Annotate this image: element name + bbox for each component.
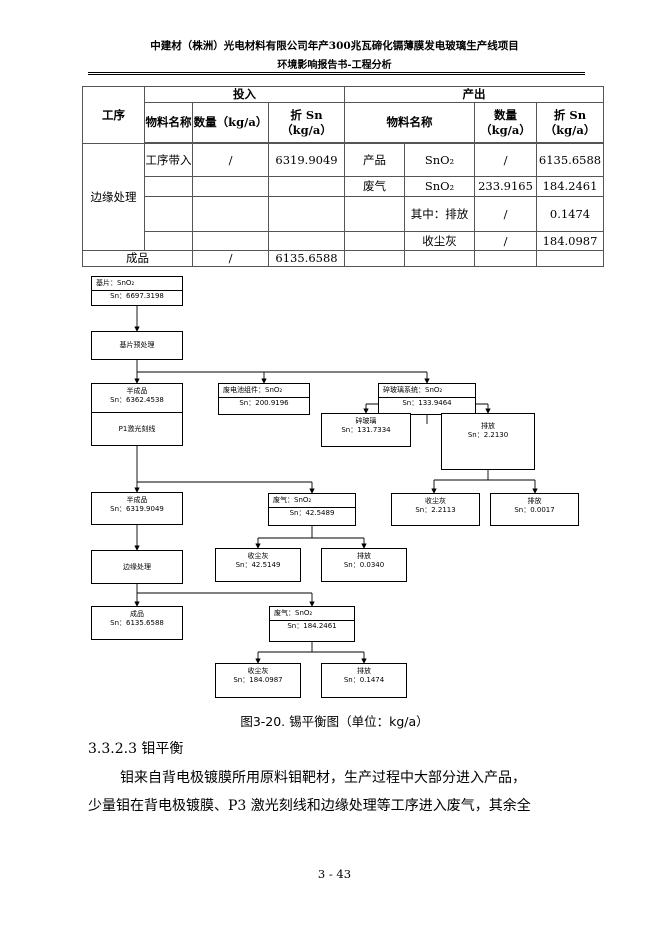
flow-waste-cell-title: 废电池组件：SnO₂ [223,386,283,394]
out-row-cat: 产品 [344,143,405,177]
tin-balance-table: 工序 投入 产出 物料名称 数量（kg/a） 折 Sn（kg/a） 物料名称 数… [82,86,604,267]
col-out-sn: 折 Sn（kg/a） [536,102,604,143]
output-header: 产出 [344,86,604,103]
flow-emit4-value: Sn：0.1474 [343,676,385,684]
flow-edge-label: 边缘处理 [123,562,151,571]
flow-emit2-value: Sn：0.0017 [514,506,555,514]
col-out-qty: 数量（kg/a） [474,102,537,143]
flow-emit1: 排放 Sn：2.2130 [441,413,535,470]
flow-laser-label: P1激光刻线 [118,424,156,433]
flow-dust3-title: 收尘灰 [247,667,269,675]
header-rule-top [88,72,585,73]
flow-gas1-value: Sn：42.5489 [269,507,355,519]
flow-emit4-title: 排放 [357,667,371,675]
flow-broken-sys-title: 碎玻璃系统：SnO₂ [383,386,443,394]
final-label: 成品 [82,250,193,267]
flow-dust2-value: Sn：42.5149 [235,561,281,569]
flow-semi2: 半成品 Sn：6319.9049 [91,492,183,525]
flow-emit2-title: 排放 [527,497,542,505]
flow-broken-sys-value: Sn：133.9464 [379,397,475,409]
flow-dust2-title: 收尘灰 [247,552,269,560]
flow-emit3-value: Sn：0.0340 [343,561,385,569]
flow-product-value: Sn：6135.6588 [110,619,164,627]
flow-dust2: 收尘灰 Sn：42.5149 [215,548,301,582]
out-row-sub: 收尘灰 [404,231,475,251]
col-out-material: 物料名称 [344,102,475,143]
flow-broken-glass: 碎玻璃 Sn：131.7334 [321,413,411,447]
flow-semi2-value: Sn：6319.9049 [110,505,164,513]
flow-dust1: 收尘灰 Sn：2.2113 [391,493,480,526]
process-name: 边缘处理 [82,143,145,251]
flow-emit3-title: 排放 [357,552,371,560]
flow-gas2-title: 废气：SnO₂ [274,609,313,617]
page-header-subtitle: 环境影响报告书-工程分析 [277,60,392,71]
flow-pretreat: 基片预处理 [91,331,183,360]
flow-product-title: 成品 [130,610,144,618]
out-row-sn: 184.2461 [536,176,604,197]
flow-dust3-value: Sn：184.0987 [233,676,283,684]
process-header: 工序 [82,86,145,144]
flow-product: 成品 Sn：6135.6588 [91,606,183,640]
in-material: 工序带入 [144,143,193,177]
header-rule-bottom [88,74,585,75]
flow-semi1: 半成品 Sn：6362.4538 [91,383,183,415]
in-sn: 6319.9049 [268,143,345,177]
out-row-sub: SnO₂ [404,143,475,177]
flow-emit4: 排放 Sn：0.1474 [321,663,407,698]
flow-pretreat-label: 基片预处理 [119,341,155,349]
flow-emit1-title: 排放 [481,422,495,430]
in-qty: / [192,143,269,177]
flow-waste-cell: 废电池组件：SnO₂ Sn：200.9196 [218,383,310,415]
flow-dust3: 收尘灰 Sn：184.0987 [215,663,301,698]
flow-gas2: 废气：SnO₂ Sn：184.2461 [269,606,355,642]
flow-gas2-value: Sn：184.2461 [270,620,354,632]
flow-emit2: 排放 Sn：0.0017 [490,493,579,526]
out-row-sn: 6135.6588 [536,143,604,177]
flow-base-value: Sn：6697.3198 [92,290,182,302]
out-row-sub: SnO₂ [404,176,475,197]
paragraph-line-2: 少量钼在背电极镀膜、P3 激光刻线和边缘处理等工序进入废气，其余全 [88,798,531,814]
out-row-qty: / [474,143,537,177]
flow-dust1-title: 收尘灰 [425,497,446,505]
flow-emit1-value: Sn：2.2130 [467,431,509,439]
flow-broken-glass-value: Sn：131.7334 [341,426,391,434]
flow-edge: 边缘处理 [91,550,183,584]
flow-waste-cell-value: Sn：200.9196 [219,397,309,409]
flow-broken-glass-title: 碎玻璃 [355,417,377,425]
figure-caption: 图3-20. 锡平衡图（单位：kg/a） [240,714,429,729]
flow-laser: P1激光刻线 [91,412,183,446]
input-header: 投入 [144,86,345,103]
final-sn: 6135.6588 [268,250,345,267]
paragraph-line-1: 钼来自背电极镀膜所用原料钼靶材，生产过程中大部分进入产品， [120,770,526,786]
flow-semi2-title: 半成品 [126,496,148,504]
flow-gas1: 废气：SnO₂ Sn：42.5489 [268,493,356,526]
flow-gas1-title: 废气：SnO₂ [273,496,312,504]
section-heading: 3.3.2.3 钼平衡 [88,741,184,757]
flow-emit3: 排放 Sn：0.0340 [321,548,407,582]
out-row-sn: 184.0987 [536,231,604,251]
flow-semi1-title: 半成品 [126,387,148,395]
flow-semi1-value: Sn：6362.4538 [110,396,164,404]
out-row-sub: 其中：排放 [404,196,475,232]
flow-dust1-value: Sn：2.2113 [415,506,456,514]
flow-broken-system: 碎玻璃系统：SnO₂ Sn：133.9464 [378,383,476,415]
page-number: 3 - 43 [317,867,352,881]
out-row-sn: 0.1474 [536,196,604,232]
flow-base-substrate: 基片：SnO₂ Sn：6697.3198 [91,276,183,306]
page-header-title: 中建材（株洲）光电材料有限公司年产300兆瓦碲化镉薄膜发电玻璃生产线项目 [150,40,519,52]
out-row-cat: 废气 [344,176,405,197]
col-material: 物料名称 [144,102,193,143]
flow-base-title: 基片：SnO₂ [96,279,135,287]
out-row-qty: / [474,196,537,232]
